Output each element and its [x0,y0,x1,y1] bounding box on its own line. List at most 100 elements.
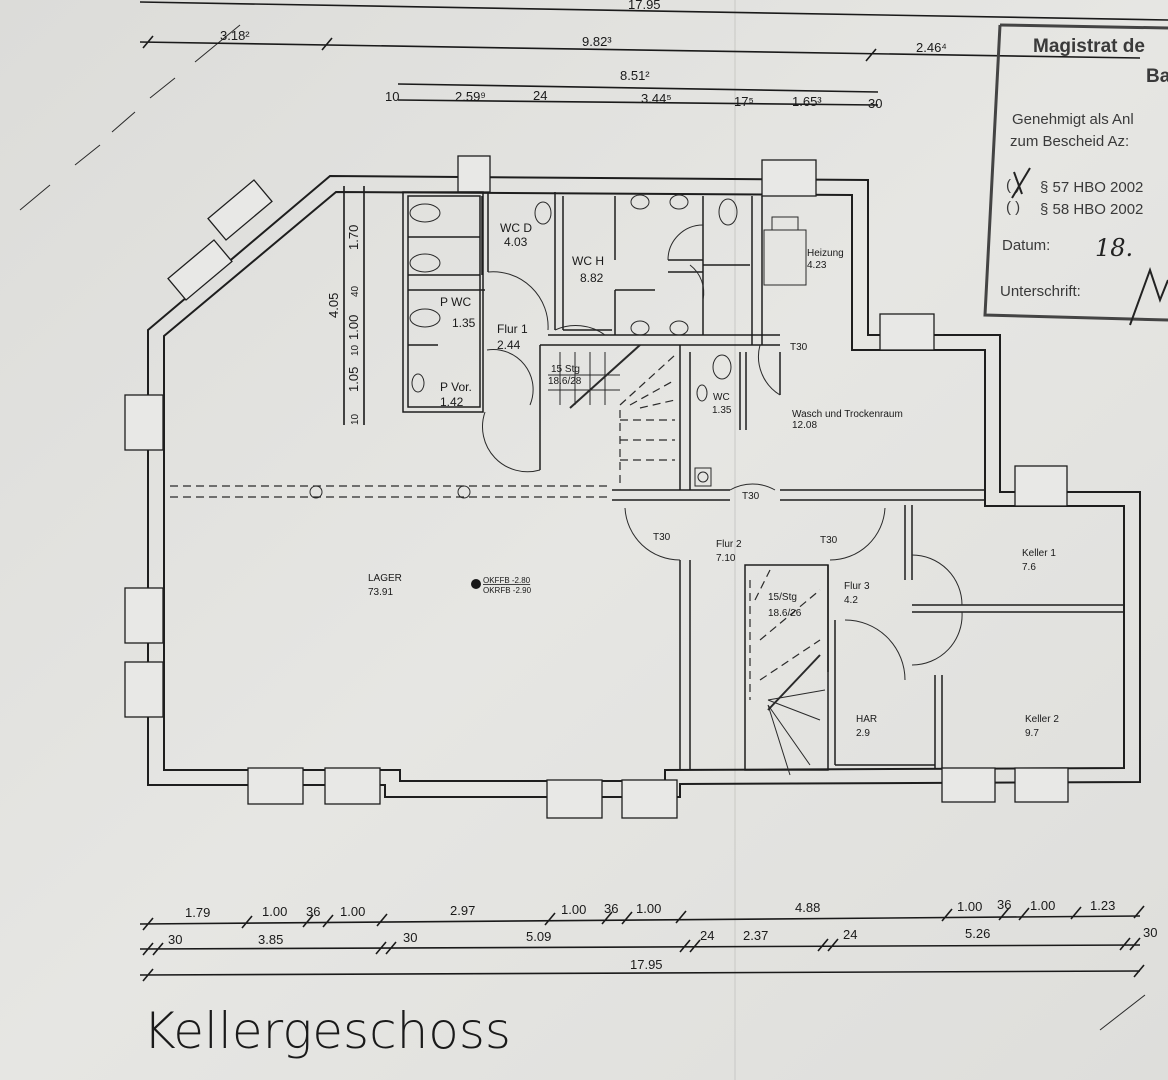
window [1014,767,1069,803]
dim-label: 3.85 [258,932,283,947]
windows [124,155,1069,819]
dim-label: 4.88 [795,900,820,915]
room-area: 1.35 [452,316,476,330]
room-area: 7.6 [1022,562,1036,573]
toilet-icon [409,253,441,273]
room-name: LAGER [368,573,402,584]
dim-label: 3.44⁵ [641,91,672,106]
stairs [548,344,826,776]
room-area: 4.03 [504,235,528,249]
stamp-text: Genehmigt als Anl [1012,111,1134,128]
room-name: WC D [500,221,532,235]
dim-bottom-total: 17.95 [630,957,663,972]
dim-label: 1.79 [185,905,210,920]
fire-door-label: T30 [820,535,838,546]
room-name: Flur 3 [844,581,870,592]
dim-label: 1.00 [957,899,982,914]
stamp-check-paren: ( ) [1006,199,1020,216]
stamp-authority: Magistrat de [1033,36,1145,57]
dim-label: 2.46⁴ [916,40,947,55]
window [457,155,491,193]
stamp-option-58: § 58 HBO 2002 [1040,201,1143,218]
stamp-signature-label: Unterschrift: [1000,283,1081,300]
room-area: 1.35 [712,405,732,416]
window [941,767,996,803]
dim-label: 1.00 [340,904,365,919]
top-dimensions: 17.95 3.18² 9.82³ 2.46⁴ 8.51² 10 2.59⁹ 2… [139,0,1168,111]
dim-label: 10 [385,89,399,104]
doors [482,224,963,681]
window [1014,465,1068,507]
room-area: 1.42 [440,395,464,409]
room-area: 2.44 [497,338,521,352]
sink-icon [411,373,425,393]
dim-label: 10 [350,344,361,356]
stair-ratio: 18.6/28 [548,376,582,387]
toilet-icon [409,308,441,328]
dim-label: 30 [1143,925,1157,940]
fire-door-label: T30 [790,342,808,353]
room-area: 12.08 [792,420,817,431]
dim-label: 3.18² [220,28,250,43]
room-name: Wasch und Trockenraum [792,409,903,420]
bottom-dimensions: 1.79 1.00 36 1.00 2.97 1.00 36 1.00 4.88… [139,897,1157,982]
room-area: 4.2 [844,595,858,606]
urinal-icon [669,194,689,210]
dim-label: 9.82³ [582,34,612,49]
sink-icon [534,201,552,225]
room-name: Keller 1 [1022,548,1056,559]
dim-top-total: 17.95 [628,0,661,12]
stamp-option-57: § 57 HBO 2002 [1040,179,1143,196]
dim-label: 24 [533,88,547,103]
room-name: Heizung [807,248,844,259]
stamp-text: zum Bescheid Az: [1010,133,1129,150]
level-okffb: OKFFB -2.80 [483,576,531,585]
toilets [409,194,807,487]
window [167,239,233,301]
window [621,779,678,819]
window [879,313,935,351]
dim-label: 1.00 [346,315,361,340]
dim-label: 1.00 [1030,898,1055,913]
stair-ratio: 18.6/26 [768,608,802,619]
window [761,159,817,197]
dim-label: 2.59⁹ [455,89,486,104]
dim-label: 1.65³ [792,94,822,109]
dim-label: 5.09 [526,929,551,944]
room-area: 2.9 [856,728,870,739]
room-name: P Vor. [440,380,472,394]
room-name: Flur 2 [716,539,742,550]
dim-label: 40 [350,285,361,297]
stamp-authority-2: Ba [1146,66,1168,87]
check-mark-icon [1011,167,1031,199]
room-area: 8.82 [580,271,604,285]
dim-label: 17⁵ [734,94,754,109]
toilet-icon [718,198,738,226]
dim-label: 2.97 [450,903,475,918]
outer-walls [147,174,1141,798]
toilet-icon [712,354,732,380]
sink-icon [696,384,708,402]
fire-door-label: T30 [653,532,671,543]
window [207,179,273,241]
room-name: WC [713,392,730,403]
stair-steps: 15/Stg [768,592,797,603]
column-icon [309,485,323,499]
level-marker-icon [471,579,481,589]
room-area: 73.91 [368,587,393,598]
approval-stamp: Magistrat de Ba Genehmigt als Anl zum Be… [983,23,1168,326]
dim-label: 1.05 [346,367,361,392]
dim-label: 5.26 [965,926,990,941]
dim-label: 36 [997,897,1011,912]
window [124,661,164,718]
window [247,767,304,805]
interior-walls [402,191,1124,771]
window [124,587,164,644]
sink-icon [669,320,689,336]
room-name: WC H [572,254,604,268]
stair-steps: 15 Stg [551,364,580,375]
room-name: Flur 1 [497,322,528,336]
left-dimensions: 4.05 1.70 40 1.00 10 1.05 10 [326,186,365,425]
stamp-date-label: Datum: [1002,237,1050,254]
